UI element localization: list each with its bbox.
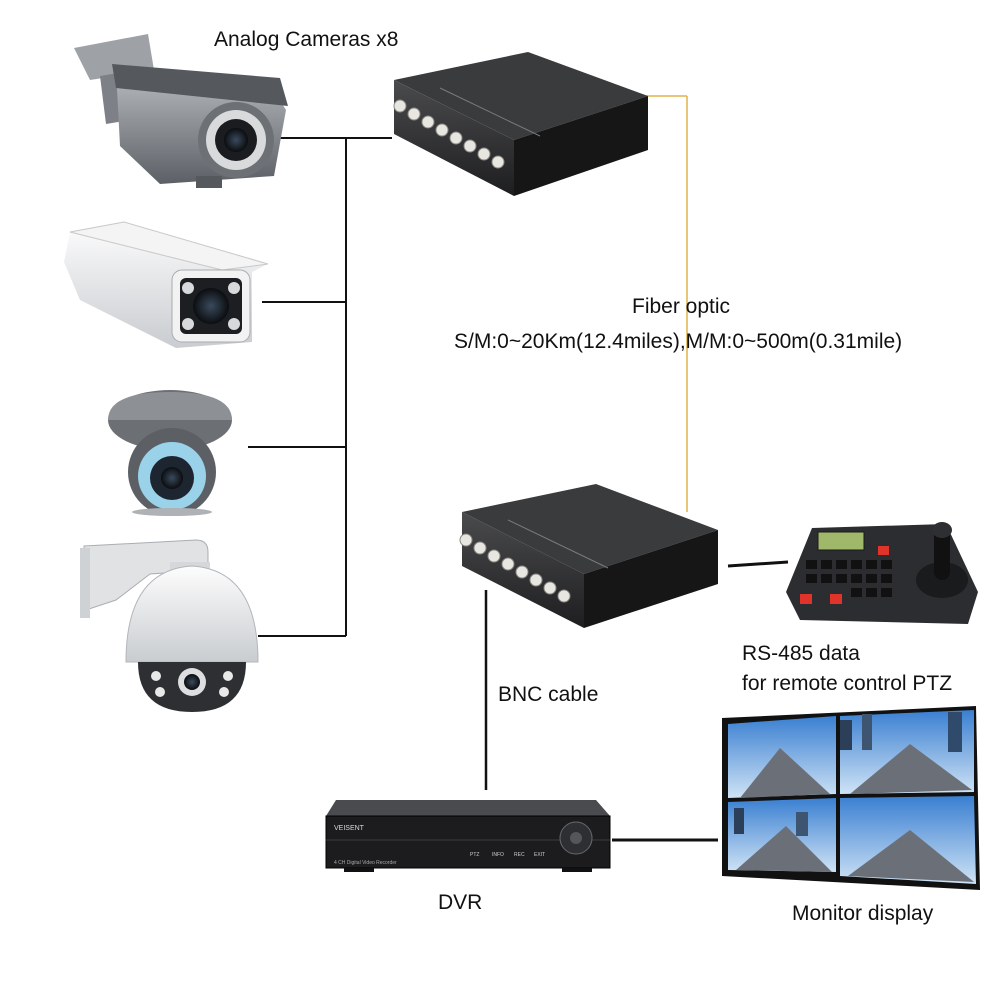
dvr-button-rec: REC [514, 852, 525, 858]
dvr-button-ptz: PTZ [470, 852, 479, 858]
dvr-label: DVR [438, 891, 483, 914]
analog-cameras-label: Analog Cameras x8 [214, 28, 399, 51]
rs485-ptz-label: for remote control PTZ [742, 672, 953, 695]
dvr-icon: VEISENT 4 CH Digital Video Recorder PTZ … [325, 800, 611, 872]
monitor-quad-view [728, 710, 976, 884]
box-camera-icon [64, 221, 269, 348]
camera-bus-lines [248, 137, 392, 637]
bnc-cable-label: BNC cable [498, 683, 599, 706]
monitor-label: Monitor display [792, 902, 934, 925]
ptz-keyboard-icon [786, 522, 978, 624]
ptz-camera-icon [80, 539, 259, 712]
rs485-label: RS-485 data [742, 642, 860, 665]
monitor-icon [722, 706, 980, 890]
dvr-brand-text: VEISENT [334, 825, 365, 832]
fiber-optic-label: Fiber optic [632, 295, 731, 318]
fiber-receiver-icon [459, 484, 718, 628]
transmitter-bnc-ports [393, 99, 505, 169]
dvr-model-text: 4 CH Digital Video Recorder [334, 860, 397, 866]
fiber-spec-label: S/M:0~20Km(12.4miles),M/M:0~500m(0.31mil… [454, 330, 903, 353]
dvr-button-info: INFO [492, 852, 504, 858]
bullet-camera-icon [74, 34, 288, 188]
receiver-bnc-ports [459, 533, 571, 603]
dome-camera-icon [108, 390, 232, 516]
dvr-button-exit: EXIT [534, 852, 545, 858]
fiber-transmitter-icon [393, 52, 648, 196]
fiber-optic-line [646, 95, 688, 512]
rs485-line [727, 560, 789, 568]
